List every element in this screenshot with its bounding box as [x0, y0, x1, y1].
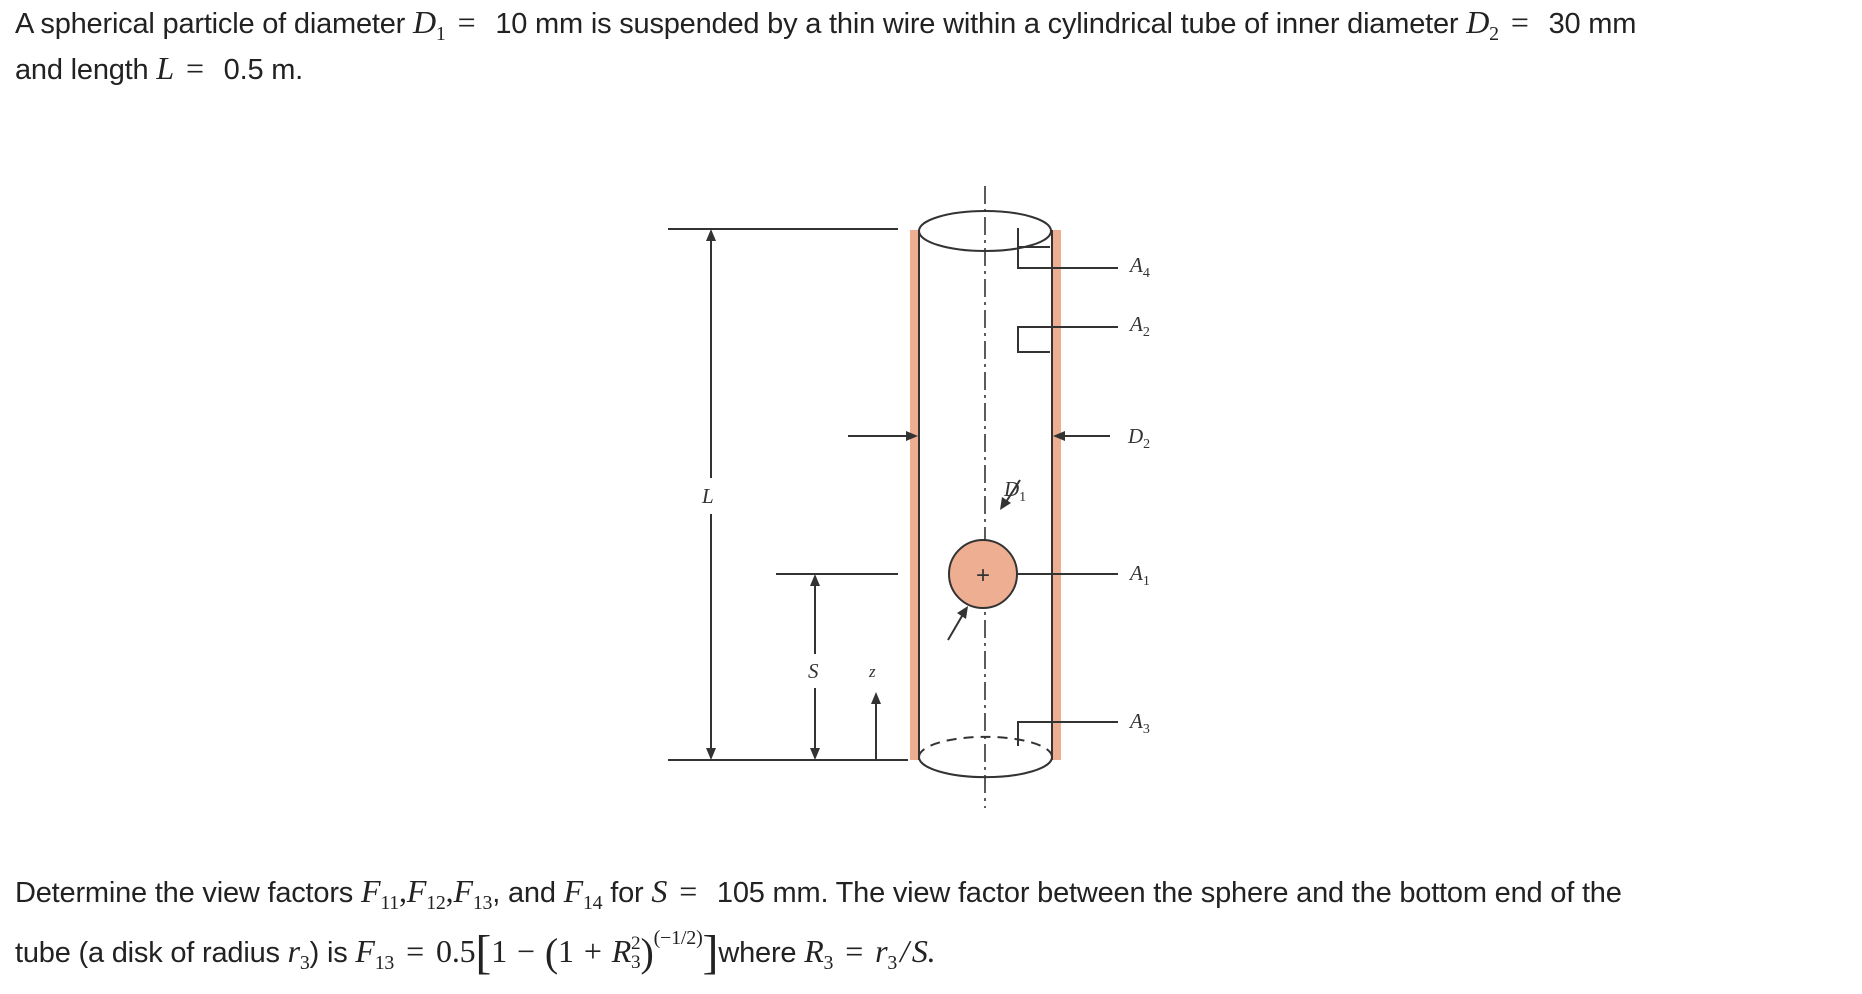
F13-formula-symbol: F13	[355, 933, 395, 974]
formula-coefficient: 0.5	[436, 933, 476, 969]
z-arrowhead	[871, 692, 881, 704]
intro-text-1: A spherical particle of diameter	[15, 8, 413, 40]
label-A1: A1	[1128, 561, 1150, 589]
label-A2: A2	[1128, 312, 1150, 340]
D1-arrow-lower	[947, 615, 963, 641]
question-text-2: , and	[492, 877, 564, 909]
D2-arrowhead-right	[1053, 431, 1065, 441]
tube-right-wall	[1052, 230, 1061, 760]
A4-leader	[1017, 228, 1118, 269]
r3-over-S: r3/S.	[875, 933, 936, 974]
D1-arrowhead-lower	[957, 606, 968, 619]
label-L: L	[701, 484, 714, 508]
tube-left-wall	[910, 230, 919, 760]
question-text-3: for	[602, 877, 652, 909]
intro-text-4: and length	[15, 54, 157, 86]
formula-exponent: (−1/2)	[653, 927, 703, 949]
R3-symbol: R3	[804, 933, 834, 974]
S-arrowhead-bottom	[810, 748, 820, 760]
right-paren: )	[640, 930, 654, 975]
question-text-1: Determine the view factors	[15, 877, 361, 909]
S-arrowhead-top	[810, 574, 820, 586]
sphere-center-mark: +	[976, 562, 990, 589]
label-A4: A4	[1128, 253, 1150, 281]
A3-leader	[1017, 721, 1118, 746]
F14-symbol: F14	[563, 873, 603, 914]
problem-question: Determine the view factors F11,F12,F13, …	[15, 862, 1855, 982]
left-paren: (	[544, 930, 559, 975]
D1-symbol: D1	[412, 4, 446, 45]
minus-sign: −	[517, 933, 535, 969]
problem-intro: A spherical particle of diameter D1 = 10 …	[15, 0, 1855, 92]
question-text-5: tube (a disk of radius	[15, 937, 288, 969]
label-z: z	[868, 662, 876, 681]
equals-sign: =	[406, 933, 425, 969]
formula-one: 1	[491, 933, 508, 969]
label-S: S	[808, 659, 819, 683]
right-bracket: ]	[702, 926, 719, 979]
D1-arrowhead-upper	[1000, 497, 1011, 510]
equals-sign: =	[1510, 4, 1529, 40]
D2-symbol: D2	[1466, 4, 1499, 45]
plus-sign: +	[583, 933, 602, 969]
equals-sign: =	[457, 4, 476, 40]
L-arrowhead-bottom	[706, 748, 716, 760]
intro-text-5: 0.5 m.	[215, 54, 304, 86]
L-arrowhead-top	[706, 229, 716, 241]
D1-arrow-upper	[1005, 479, 1021, 503]
label-A3: A3	[1128, 709, 1150, 737]
comma: ,	[399, 873, 407, 909]
F13-symbol: F13	[453, 873, 493, 914]
label-D2: D2	[1127, 424, 1150, 452]
question-text-6: ) is	[309, 937, 356, 969]
S-symbol: S	[651, 873, 668, 909]
intro-text-3: 30 mm	[1540, 8, 1637, 40]
left-bracket: [	[475, 926, 492, 979]
equals-sign: =	[679, 873, 698, 909]
r3-symbol: r3	[287, 933, 310, 974]
comma: ,	[445, 873, 454, 909]
equals-sign: =	[185, 50, 204, 86]
L-symbol: L	[156, 50, 174, 86]
intro-text-2: 10 mm is suspended by a thin wire within…	[487, 8, 1467, 40]
question-text-4: 105 mm. The view factor between the sphe…	[709, 877, 1622, 909]
sphere-particle	[948, 539, 1018, 609]
D2-arrowhead-left	[906, 431, 918, 441]
F12-symbol: F12	[406, 873, 446, 914]
question-text-7: where	[718, 937, 805, 969]
A2-leader	[1017, 326, 1118, 353]
equals-sign: =	[845, 933, 864, 969]
label-D1: D1	[1003, 477, 1026, 505]
F11-symbol: F11	[360, 873, 400, 914]
formula-one-inner: 1	[558, 933, 574, 969]
